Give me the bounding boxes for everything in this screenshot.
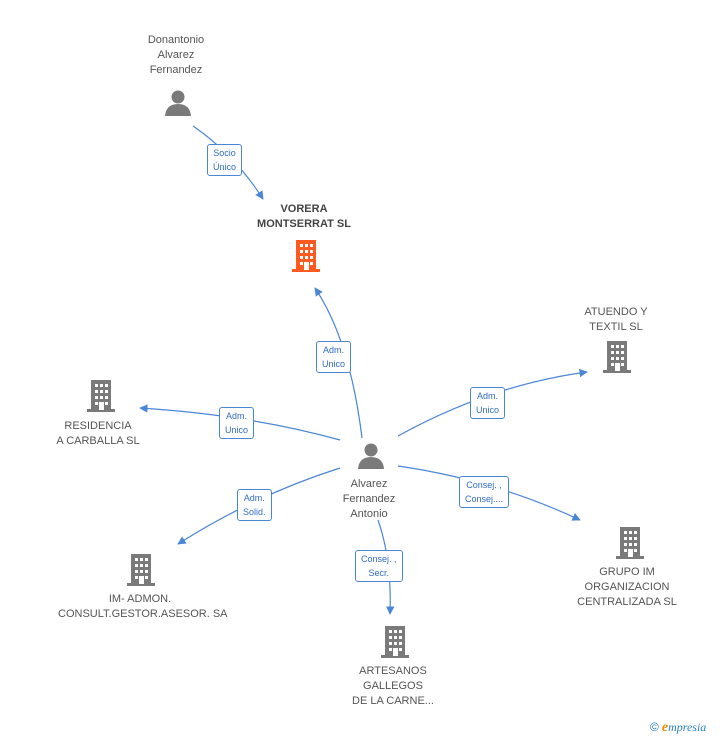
building-icon[interactable] (379, 625, 411, 659)
node-label-line: ATUENDO Y (584, 306, 648, 318)
node-label-residencia: RESIDENCIA A CARBALLA SL (48, 419, 148, 449)
edge-label-socio[interactable]: Socio Único (207, 144, 243, 176)
brand-logo-initial: e (661, 720, 669, 735)
node-label-line: Fernandez (342, 493, 396, 505)
brand-logo-text: mpresia (668, 720, 707, 734)
edge-label-adm-atuendo[interactable]: Adm. Unico (470, 387, 506, 419)
edge-label-line: Unico (225, 425, 249, 435)
node-label-line: GRUPO IM (599, 566, 655, 578)
node-label-line: Antonio (350, 508, 388, 520)
node-label-atuendo: ATUENDO Y TEXTIL SL (566, 305, 666, 335)
edge-label-line: Consej. , (361, 554, 397, 564)
node-label-line: ARTESANOS (359, 665, 427, 677)
node-label-grupo-im: GRUPO IM ORGANIZACION CENTRALIZADA SL (570, 565, 684, 610)
person-icon[interactable] (164, 89, 192, 117)
edge-label-line: Consej.... (465, 494, 504, 504)
node-label-artesanos: ARTESANOS GALLEGOS DE LA CARNE... (343, 664, 443, 709)
node-label-line: CENTRALIZADA SL (577, 596, 677, 608)
brand-footer[interactable]: ©empresia (650, 720, 706, 736)
edge-label-line: Socio (213, 148, 236, 158)
edge-label-line: Unico (476, 405, 500, 415)
building-icon[interactable] (85, 379, 117, 413)
edge-label-adm-solid[interactable]: Adm. Solid. (237, 489, 272, 521)
node-label-vorera: VORERA MONTSERRAT SL (244, 202, 364, 232)
node-label-line: RESIDENCIA (64, 420, 132, 432)
edge-label-line: Secr. (368, 568, 390, 578)
node-label-donantonio: Donantonio Alvarez Fernandez (126, 33, 226, 78)
node-label-line: IM- ADMON. (108, 593, 172, 605)
node-label-line: Fernandez (149, 64, 203, 76)
edge-label-line: Único (213, 162, 237, 172)
node-label-im-admon: IM- ADMON. CONSULT.GESTOR.ASESOR. SA (58, 592, 228, 622)
copyright-symbol: © (650, 720, 659, 734)
person-icon[interactable] (357, 442, 385, 470)
edge-label-consej-secr[interactable]: Consej. , Secr. (355, 550, 403, 582)
node-label-line: DE LA CARNE... (352, 695, 434, 707)
edge-label-adm-vorera[interactable]: Adm. Unico (316, 341, 352, 373)
edge-label-consej-grupo[interactable]: Consej. , Consej.... (459, 476, 510, 508)
edge-label-line: Adm. (226, 411, 248, 421)
edge-label-line: Adm. (243, 493, 265, 503)
edge-label-adm-residencia[interactable]: Adm. Unico (219, 407, 255, 439)
node-label-line: ORGANIZACION (584, 581, 670, 593)
node-label-line: Donantonio (147, 34, 205, 46)
node-label-line: Alvarez (157, 49, 195, 61)
node-label-alvarez: Alvarez Fernandez Antonio (319, 477, 419, 522)
node-label-line: GALLEGOS (363, 680, 423, 692)
edge-label-line: Consej. , (466, 480, 502, 490)
edge-label-line: Adm. (323, 345, 345, 355)
node-label-line: A CARBALLA SL (56, 435, 140, 447)
edge-label-line: Unico (322, 359, 346, 369)
building-icon[interactable] (125, 553, 157, 587)
edge-label-line: Solid. (243, 507, 266, 517)
node-label-line: MONTSERRAT SL (257, 218, 351, 230)
node-label-line: Alvarez (350, 478, 388, 490)
building-icon[interactable] (614, 526, 646, 560)
edge-label-line: Adm. (477, 391, 499, 401)
building-icon[interactable] (290, 239, 322, 273)
building-icon[interactable] (601, 340, 633, 374)
node-label-line: VORERA (280, 203, 328, 215)
node-label-line: CONSULT.GESTOR.ASESOR. SA (58, 608, 228, 620)
node-label-line: TEXTIL SL (589, 321, 643, 333)
